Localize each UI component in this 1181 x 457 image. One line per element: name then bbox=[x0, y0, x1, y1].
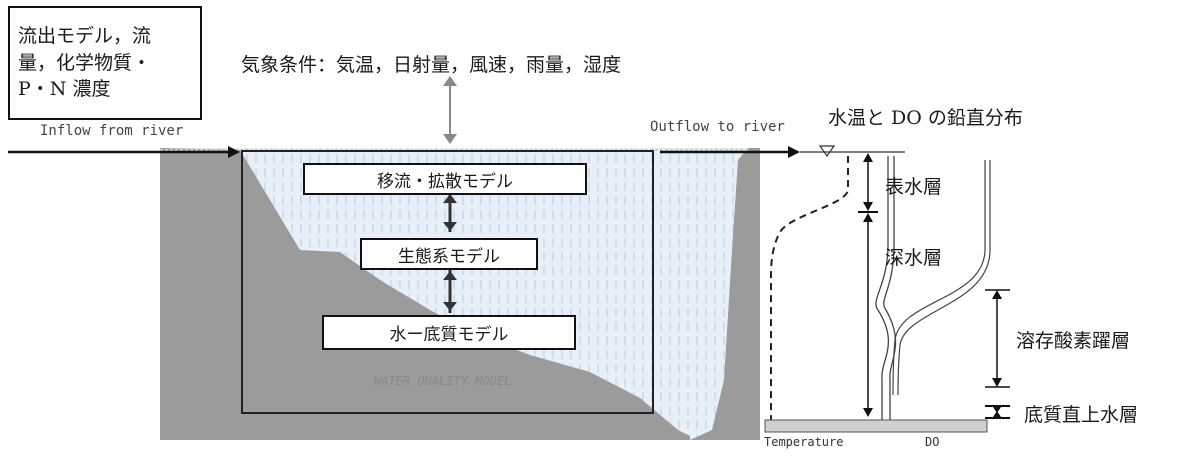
outflow-label: Outflow to river bbox=[650, 119, 785, 135]
atmosphere-arrowhead-up bbox=[443, 76, 457, 86]
terrain-left bbox=[160, 148, 690, 440]
deep-layer-label: 深水層 bbox=[885, 247, 943, 269]
inputs-line-3: P・N 濃度 bbox=[18, 78, 111, 101]
deep-layer-marker bbox=[863, 213, 873, 417]
oxycline-label: 溶存酸素躍層 bbox=[1016, 330, 1131, 352]
terrain-right bbox=[690, 148, 760, 440]
weather-conditions-label: 気象条件：気温，日射量，風速，雨量，湿度 bbox=[241, 54, 622, 76]
inflow-label: Inflow from river bbox=[40, 123, 184, 139]
profile-title: 水温と DO の鉛直分布 bbox=[828, 107, 1023, 129]
ecosystem-model-box: 生態系モデル bbox=[360, 238, 538, 270]
oxycline-marker bbox=[985, 289, 1010, 388]
inputs-box: 流出モデル，流 量，化学物質・ P・N 濃度 bbox=[8, 6, 202, 120]
inflow-arrowhead bbox=[228, 146, 240, 158]
surface-layer-label: 表水層 bbox=[885, 176, 943, 198]
inputs-line-2: 量，化学物質・ bbox=[18, 51, 152, 74]
do-profile-curve-2 bbox=[897, 160, 991, 396]
bottom-layer-marker bbox=[985, 405, 1010, 419]
temperature-axis-label: Temperature bbox=[764, 435, 844, 449]
do-profile-inner bbox=[883, 156, 897, 420]
water-sediment-model-box: 水ー底質モデル bbox=[322, 315, 576, 350]
model-connector-2 bbox=[443, 270, 457, 313]
sediment-bar bbox=[764, 419, 988, 433]
atmosphere-arrowhead-down bbox=[443, 134, 457, 144]
do-profile-curve bbox=[892, 160, 986, 396]
temperature-profile bbox=[770, 156, 849, 420]
model-connector-1 bbox=[443, 193, 457, 232]
inputs-line-1: 流出モデル，流 bbox=[18, 25, 152, 48]
surface-layer-marker bbox=[858, 153, 878, 213]
outflow-arrowhead bbox=[788, 146, 800, 158]
water-quality-model-label: WATER QUALITY MODEL bbox=[374, 374, 512, 388]
advection-diffusion-model-box: 移流・拡散モデル bbox=[303, 163, 587, 195]
model-outline bbox=[241, 150, 654, 414]
do-profile-outer bbox=[875, 156, 889, 420]
do-axis-label: DO bbox=[925, 435, 940, 449]
bottom-layer-label: 底質直上水層 bbox=[1024, 404, 1139, 426]
water-level-marker bbox=[818, 145, 836, 158]
